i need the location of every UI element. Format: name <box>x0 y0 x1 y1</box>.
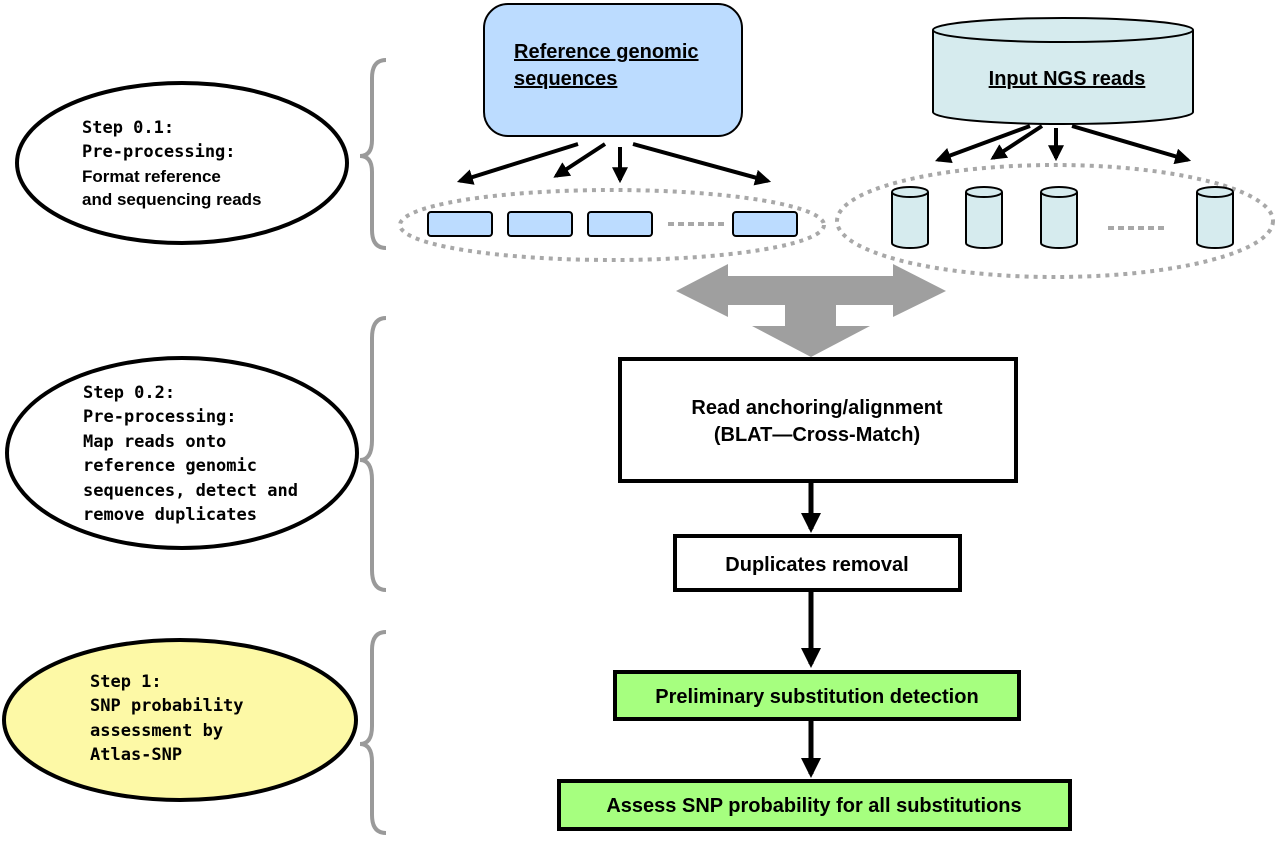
reference-split-arrows <box>456 142 772 186</box>
arrow-reads-1 <box>934 124 1031 164</box>
input-reads-cylinder: Input NGS reads <box>932 17 1194 125</box>
reads-subset-cylinder <box>891 186 929 249</box>
brace-step-0-2 <box>359 316 387 592</box>
reference-fragment <box>427 211 493 237</box>
reference-label-line1: Reference genomic <box>514 41 699 63</box>
reference-fragment <box>507 211 573 237</box>
reads-subset-cylinder <box>1196 186 1234 249</box>
arrow-ref-2 <box>553 142 607 178</box>
merge-arrow <box>676 264 946 357</box>
step-0-1-desc-line2: and sequencing reads <box>82 190 262 209</box>
step-1-desc-line2: assessment by <box>90 721 223 741</box>
preliminary-detection-box: Preliminary substitution detection <box>613 670 1021 721</box>
arrow-ref-4 <box>632 142 772 186</box>
brace-step-1 <box>359 630 387 835</box>
reads-split-arrows <box>934 124 1192 165</box>
step-0-2-subtitle: Pre-processing: <box>83 407 237 427</box>
brace-step-0-1 <box>359 58 387 250</box>
step-1-desc-line3: Atlas-SNP <box>90 745 182 765</box>
step-1-title: Step 1: <box>90 672 162 692</box>
preliminary-label: Preliminary substitution detection <box>655 686 978 708</box>
step-0-2-desc-line3: sequences, detect and <box>83 481 298 501</box>
reference-fragment <box>732 211 798 237</box>
step-0-2-desc-line2: reference genomic <box>83 456 257 476</box>
step-0-2-ellipse: Step 0.2: Pre-processing: Map reads onto… <box>5 356 359 550</box>
input-reads-label: Input NGS reads <box>989 68 1146 90</box>
step-0-2-desc-line1: Map reads onto <box>83 432 226 452</box>
alignment-label-line1: Read anchoring/alignment <box>691 397 942 419</box>
arrow-ref-1 <box>456 142 579 185</box>
arrow-reads-2 <box>990 124 1044 160</box>
alignment-label-line2: (BLAT—Cross-Match) <box>714 424 920 446</box>
step-1-desc-line1: SNP probability <box>90 696 244 716</box>
step-0-1-subtitle: Pre-processing: <box>82 142 236 162</box>
reference-fragment <box>587 211 653 237</box>
step-0-2-desc-line4: remove duplicates <box>83 505 257 525</box>
reference-fragments-group <box>398 188 826 262</box>
alignment-box: Read anchoring/alignment (BLAT—Cross-Mat… <box>618 357 1018 483</box>
assess-probability-box: Assess SNP probability for all substitut… <box>557 779 1072 831</box>
reference-sequences-box: Reference genomic sequences <box>483 3 743 137</box>
step-0-1-ellipse: Step 0.1: Pre-processing: Format referen… <box>15 81 349 245</box>
duplicates-label: Duplicates removal <box>725 554 908 576</box>
reads-subset-cylinder <box>965 186 1003 249</box>
step-0-1-desc-line1: Format reference <box>82 167 221 186</box>
step-0-1-title: Step 0.1: <box>82 118 174 138</box>
duplicates-box: Duplicates removal <box>673 534 962 592</box>
step-0-2-title: Step 0.2: <box>83 383 175 403</box>
arrow-reads-4 <box>1071 124 1192 165</box>
reads-subsets-group <box>835 163 1275 279</box>
reads-subset-cylinder <box>1040 186 1078 249</box>
reference-label-line2: sequences <box>514 68 617 90</box>
assess-label: Assess SNP probability for all substitut… <box>606 795 1021 817</box>
step-1-ellipse: Step 1: SNP probability assessment by At… <box>2 638 358 802</box>
